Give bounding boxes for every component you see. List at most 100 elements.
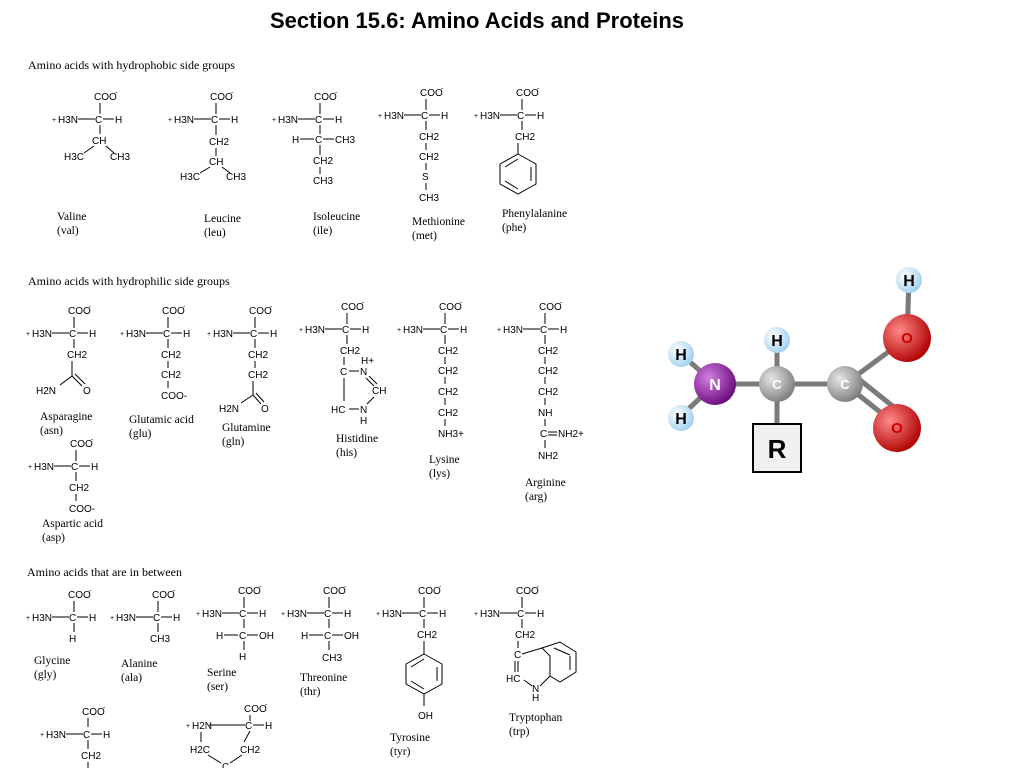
svg-text:C: C [69,613,76,624]
amino-acid-name-aspartic-acid: Aspartic acid(asp) [42,518,103,544]
svg-text:-: - [115,90,118,97]
svg-text:HC: HC [506,674,520,685]
amino-acid-name-tryptophan: Tryptophan(trp) [509,712,563,738]
svg-text:+: + [196,611,200,618]
svg-text:H3N: H3N [503,325,523,336]
section-heading-between: Amino acids that are in between [27,565,182,579]
svg-text:C: C [340,367,347,378]
svg-text:O: O [891,420,903,437]
svg-text:+: + [474,113,478,120]
svg-text:+: + [120,331,124,338]
svg-text:+: + [207,331,211,338]
svg-text:C: C [69,329,76,340]
svg-text:H: H [301,631,308,642]
svg-text:C: C [419,609,426,620]
svg-text:COO-: COO- [69,504,95,515]
svg-text:H2N: H2N [36,386,56,397]
svg-text:H: H [537,111,544,122]
svg-text:H: H [360,416,367,427]
svg-text:C: C [421,111,428,122]
svg-text:COO: COO [68,590,91,601]
svg-text:NH: NH [538,408,552,419]
carbon-atom-carboxyl [827,366,863,402]
structure-serine: COO- +H3N C H H C OH H [196,584,274,663]
svg-text:C: C [163,329,170,340]
svg-text:OH: OH [344,631,359,642]
structure-aspartic-acid: COO- +H3N C H CH2 COO- [28,437,98,515]
svg-text:H: H [292,135,299,146]
svg-text:CH2: CH2 [438,366,458,377]
svg-text:H: H [532,693,539,704]
structure-tryptophan: COO- +H3N C H CH2 C HC N H [474,584,577,704]
svg-text:+: + [376,611,380,618]
amino-acid-name-histidine: Histidine(his) [336,433,379,459]
svg-text:-: - [265,702,268,709]
amino-acid-name-glutamine: Glutamine(gln) [222,422,271,448]
svg-text:COO: COO [68,306,91,317]
svg-text:H3N: H3N [305,325,325,336]
svg-text:CH2: CH2 [340,346,360,357]
svg-text:H3N: H3N [382,609,402,620]
svg-text:CH2: CH2 [538,366,558,377]
svg-text:C: C [250,329,257,340]
svg-text:CH2: CH2 [81,751,101,762]
svg-text:N: N [532,684,539,695]
svg-text:R: R [768,434,787,464]
svg-text:+: + [186,723,190,730]
amino-acid-name-glycine: Glycine(gly) [34,655,71,681]
svg-text:H: H [270,329,277,340]
svg-text:C: C [324,609,331,620]
svg-text:C: C [239,631,246,642]
svg-text:H3C: H3C [180,172,200,183]
structure-glycine: COO- +H3N C H H [26,588,96,645]
svg-text:CH2: CH2 [248,370,268,381]
amino-acid-name-methionine: Methionine(met) [412,216,466,242]
svg-text:-: - [183,304,186,311]
svg-text:CH2: CH2 [69,483,89,494]
svg-text:+: + [378,113,382,120]
svg-text:-: - [441,86,444,93]
amino-acid-name-valine: Valine(val) [57,211,87,237]
svg-text:H: H [362,325,369,336]
svg-text:CH3: CH3 [110,152,130,163]
svg-text:C: C [71,462,78,473]
svg-text:H3N: H3N [213,329,233,340]
svg-text:C: C [315,135,322,146]
svg-text:-: - [89,588,92,595]
svg-text:H: H [265,721,272,732]
oxygen-atom-top [883,314,931,362]
svg-text:H: H [239,652,246,663]
svg-text:H: H [103,730,110,741]
svg-text:OH: OH [259,631,274,642]
svg-text:+: + [397,327,401,334]
svg-text:+: + [110,615,114,622]
structure-alanine: COO- +H3N C H CH3 [110,588,180,645]
svg-text:CH2: CH2 [538,346,558,357]
svg-text:CH3: CH3 [322,653,342,664]
svg-text:CH2: CH2 [209,137,229,148]
svg-text:COO: COO [94,92,117,103]
svg-text:CH2: CH2 [417,630,437,641]
svg-text:C: C [153,613,160,624]
amino-acid-name-serine: Serine(ser) [207,667,237,693]
svg-text:COO: COO [70,439,93,450]
svg-text:H: H [69,634,76,645]
svg-text:CH2: CH2 [419,132,439,143]
svg-text:-: - [344,584,347,591]
svg-text:H3N: H3N [126,329,146,340]
svg-text:+: + [26,331,30,338]
svg-text:+: + [40,732,44,739]
svg-text:O: O [901,330,913,347]
svg-text:N: N [360,405,367,416]
svg-text:C: C [324,631,331,642]
svg-text:H3N: H3N [32,329,52,340]
structure-tyrosine: COO- +H3N C H CH2 OH [376,584,446,722]
page-title: Section 15.6: Amino Acids and Proteins [269,8,684,33]
svg-text:H: H [335,115,342,126]
svg-text:NH2: NH2 [538,451,558,462]
svg-text:CH2: CH2 [438,408,458,419]
svg-text:O: O [261,404,269,415]
svg-text:COO: COO [420,88,443,99]
